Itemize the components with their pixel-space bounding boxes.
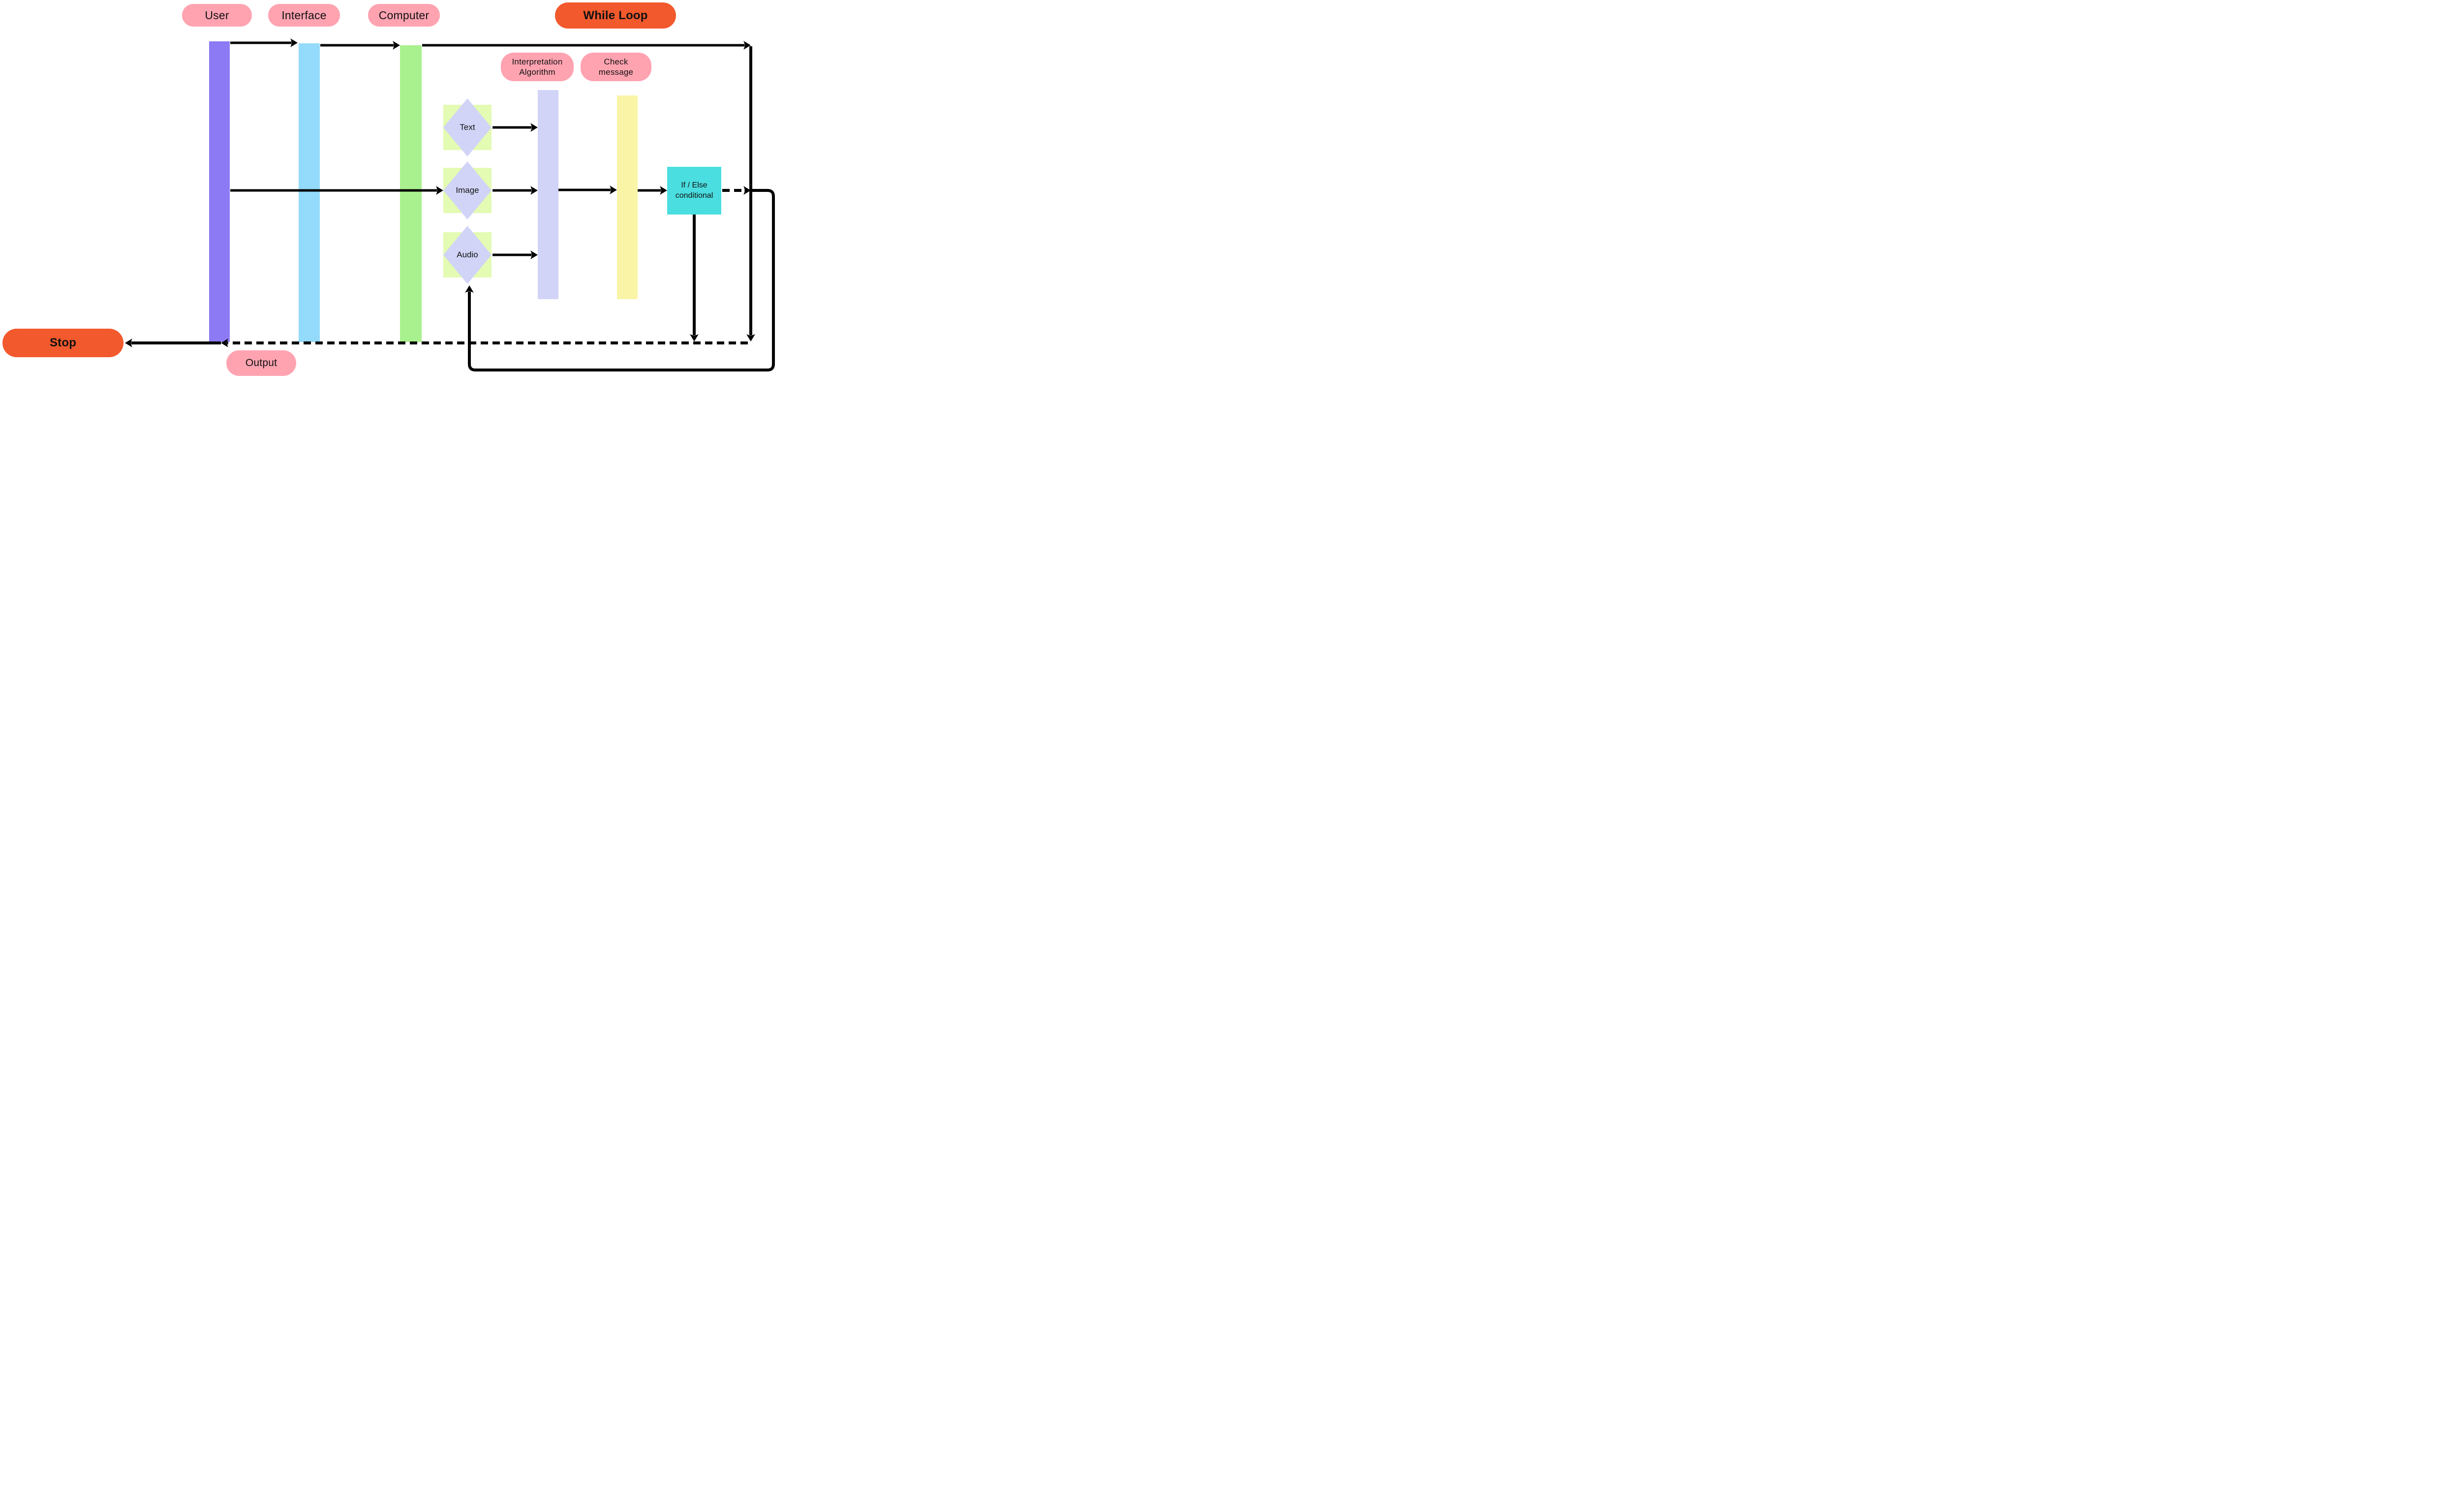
process-pill-interpretation-algorithm: Interpretation Algorithm — [501, 53, 574, 81]
if-else-conditional-box: If / Else conditional — [667, 167, 721, 215]
lifeline-bar-computer — [400, 45, 422, 342]
lifeline-bar-interface — [299, 43, 320, 342]
actor-pill-interface: Interface — [268, 4, 340, 27]
activation-bar-interpretation-algorithm — [538, 90, 558, 299]
actor-pill-user: User — [182, 4, 252, 27]
modality-node-image: Image — [443, 161, 492, 219]
connector-lines-layer — [125, 38, 775, 371]
activation-bar-check-message — [617, 95, 638, 299]
audio-diamond: Audio — [443, 226, 492, 284]
image-diamond-label: Image — [456, 185, 479, 195]
text-diamond-label: Text — [460, 123, 475, 132]
stop-pill: Stop — [2, 329, 123, 357]
text-diamond: Text — [443, 98, 492, 156]
output-pill: Output — [226, 350, 296, 376]
process-pill-check-message: Check message — [581, 53, 651, 81]
sequence-flow-diagram: Text Image Audio — [0, 0, 782, 378]
audio-diamond-label: Audio — [457, 250, 478, 259]
lifeline-bar-user — [209, 41, 230, 342]
modality-node-text: Text — [443, 98, 492, 156]
modality-node-audio: Audio — [443, 226, 492, 284]
image-diamond: Image — [443, 161, 492, 219]
while-loop-pill: While Loop — [555, 2, 676, 29]
actor-pill-computer: Computer — [368, 4, 440, 27]
